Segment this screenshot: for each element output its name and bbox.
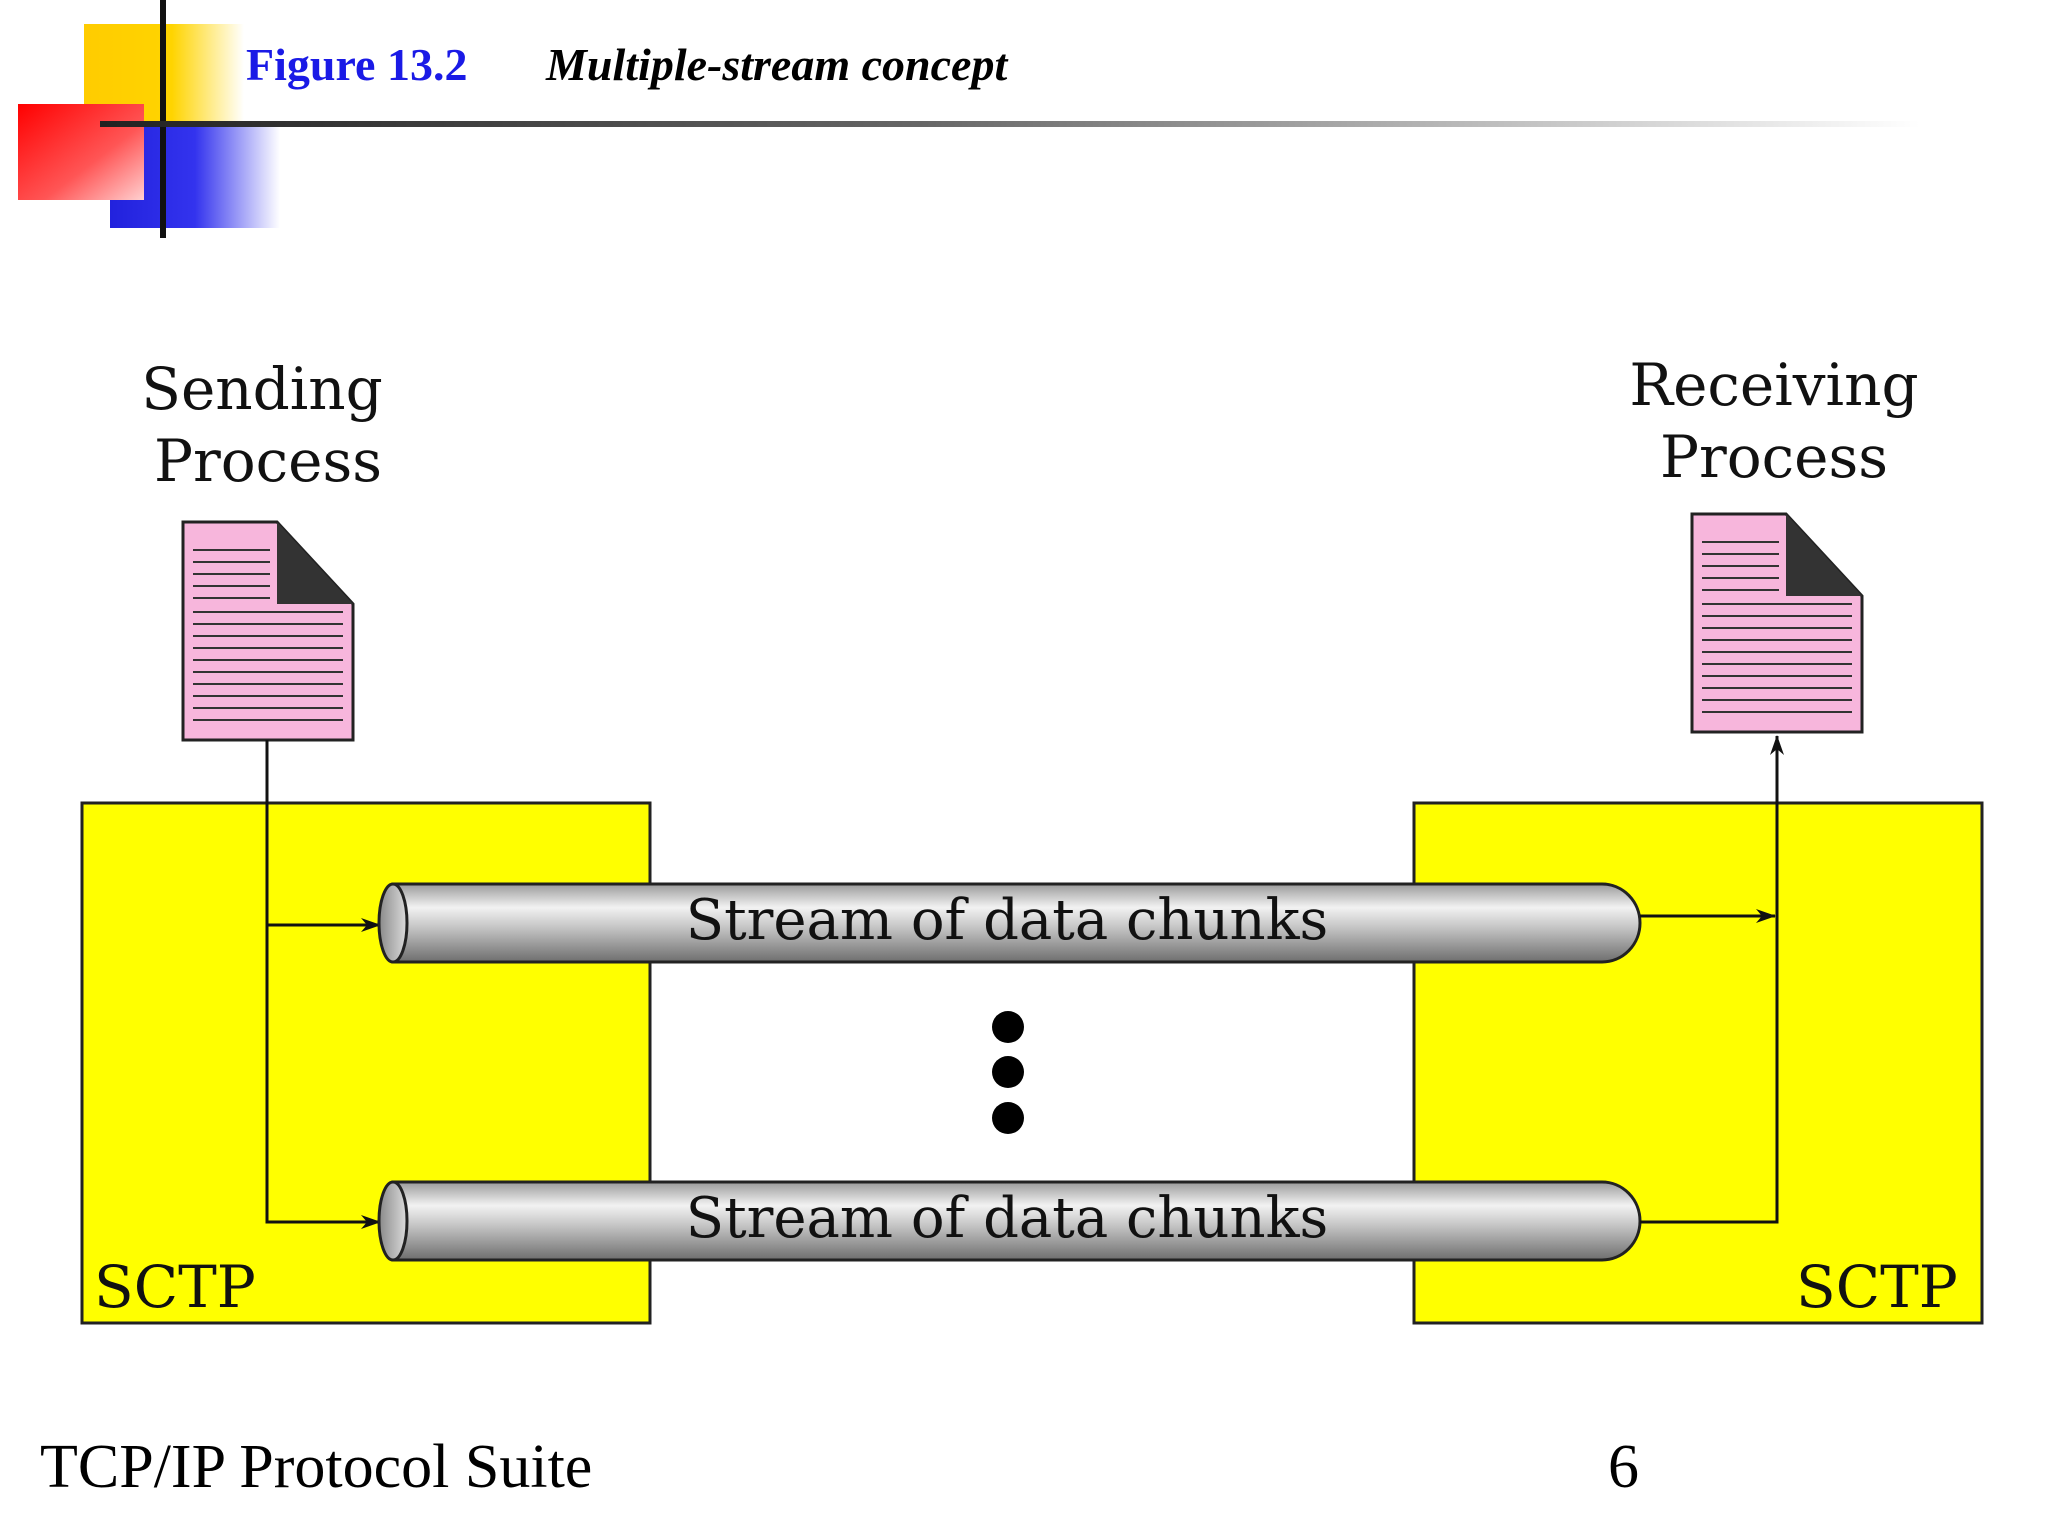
page-number: 6 xyxy=(1608,1433,1639,1501)
ellipsis-dots-icon xyxy=(992,1011,1024,1134)
figure-number: Figure 13.2 xyxy=(246,39,468,90)
stream-pipe-2-icon xyxy=(377,1180,1642,1262)
receiver-document-icon xyxy=(1690,512,1864,734)
deco-vertical-line xyxy=(160,0,166,238)
deco-red-square xyxy=(18,104,144,200)
stream-pipe-1-icon xyxy=(377,882,1642,964)
header-rule xyxy=(100,121,1920,127)
receiver-label-line1: Receiving xyxy=(1629,351,1919,419)
stream-2-label: Stream of data chunks xyxy=(685,1186,1329,1251)
footer-title: TCP/IP Protocol Suite xyxy=(40,1433,593,1501)
receiver-trunk-line xyxy=(1640,760,1779,1224)
sender-document-icon xyxy=(181,520,355,742)
sender-label-line1: Sending xyxy=(141,355,383,423)
stream-1-label: Stream of data chunks xyxy=(685,888,1329,953)
sender-label-line2: Process xyxy=(153,427,383,495)
receiver-label-line2: Process xyxy=(1659,423,1889,491)
figure-title: Multiple-stream concept xyxy=(546,39,1008,90)
header-decoration xyxy=(18,0,1920,238)
sctp-receiver-label: SCTP xyxy=(1796,1253,1958,1321)
sctp-sender-label: SCTP xyxy=(94,1253,256,1321)
